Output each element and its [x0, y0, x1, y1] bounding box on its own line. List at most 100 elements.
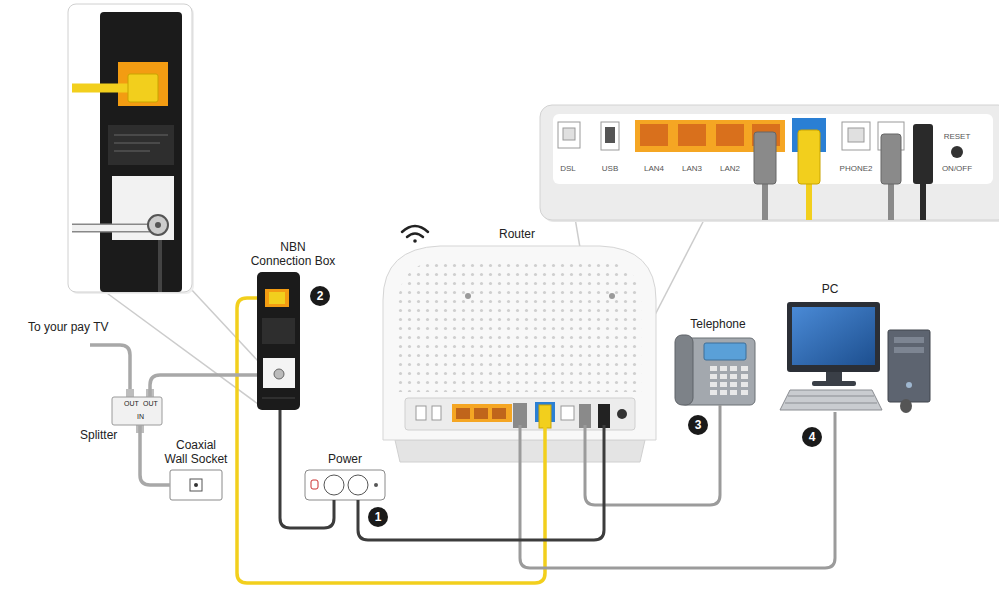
telephone-drawing: [741, 374, 748, 379]
callout-number: 3: [688, 415, 708, 435]
router-zoom-panel: [678, 124, 706, 146]
telephone-drawing: [730, 366, 737, 371]
router-zoom-panel: [754, 132, 776, 184]
power-board-drawing: [324, 475, 344, 495]
nbn-zoom-panel: [114, 143, 160, 144]
callout-number: 4: [802, 427, 822, 447]
router-drawing: [465, 293, 471, 299]
power-board: Power: [305, 470, 385, 500]
pc-drawing: [906, 382, 912, 388]
router-zoom-panel: [798, 130, 820, 184]
telephone-drawing: [720, 374, 727, 379]
device-label: Splitter: [80, 429, 117, 442]
router-zoom-panel: [558, 122, 580, 148]
router-drawing: [416, 406, 426, 420]
router-zoom-panel: [888, 180, 894, 220]
router-zoom-panel: [605, 127, 615, 143]
router-drawing: [598, 404, 610, 428]
telephone-drawing: [730, 374, 737, 379]
pc: PC: [780, 300, 932, 412]
nbn-box-drawing: [274, 369, 284, 379]
nbn-zoom-panel: [100, 12, 182, 292]
router-zoom-panel: [951, 146, 963, 158]
port-label: OUT: [124, 400, 139, 408]
nbn-zoom-panel: [128, 74, 158, 102]
splitter-drawing: [112, 389, 162, 433]
pay-tv-cable: [90, 345, 130, 390]
telephone-drawing: [704, 343, 746, 360]
port-label: LAN2: [720, 164, 740, 173]
nbn-zoom-panel: [68, 4, 194, 294]
switch-label: ON/OFF: [942, 164, 972, 173]
nbn-box-drawing: [263, 358, 295, 388]
wifi-icon: [402, 226, 428, 243]
device-label: PC: [822, 282, 839, 296]
cable: [520, 412, 835, 568]
pc-drawing: [894, 347, 924, 353]
port-label: USB: [602, 164, 618, 173]
power-board-drawing: [348, 475, 368, 495]
button-label: RESET: [944, 132, 971, 141]
nbn-box-drawing: [269, 292, 285, 304]
pc-drawing: [787, 302, 880, 372]
telephone-drawing: [741, 366, 748, 371]
wall-socket: Coaxial Wall Socket: [170, 470, 222, 500]
pc-drawing: [894, 337, 924, 343]
router-drawing: [579, 404, 591, 428]
pay-tv-cable: [90, 345, 130, 390]
callout-number: 2: [310, 286, 330, 306]
router-drawing: [383, 246, 656, 440]
nbn-box: NBN Connection Box: [257, 272, 300, 410]
power-board-drawing: [305, 470, 385, 500]
cable: [150, 375, 257, 397]
port-label: LAN4: [644, 164, 664, 173]
callout-number: 1: [368, 507, 388, 527]
telephone-drawing: [730, 390, 737, 395]
router-drawing: [561, 406, 574, 420]
router-drawing: [398, 260, 642, 392]
telephone-drawing: [710, 366, 717, 371]
pc-drawing: [788, 396, 874, 397]
router-drawing: [432, 406, 441, 420]
router-zoom-panel: [540, 105, 999, 222]
port-label: PHONE2: [840, 164, 873, 173]
router-drawing: [474, 408, 488, 419]
router-zoom-panel: [920, 180, 926, 220]
pc-drawing: [792, 307, 875, 365]
nbn-zoom-panel: [155, 222, 161, 228]
telephone-drawing: [741, 390, 748, 395]
telephone-drawing: [675, 335, 755, 405]
port-label: OUT: [143, 400, 158, 408]
pc-drawing: [812, 381, 856, 386]
telephone-drawing: [710, 366, 748, 395]
nbn-zoom-panel: [158, 240, 162, 292]
nbn-box-drawing: [262, 398, 295, 399]
nbn-box-drawing: [265, 289, 289, 307]
cable: [358, 425, 604, 540]
nbn-zoom-panel: [148, 215, 168, 235]
pc-drawing: [780, 302, 930, 413]
wall-socket-drawing: [190, 479, 202, 491]
splitter: SplitterOUTOUTIN: [112, 397, 162, 425]
nbn-zoom-panel: [114, 135, 168, 136]
nbn-zoom-panel: [68, 4, 192, 292]
telephone-drawing: [720, 366, 727, 371]
cable: [280, 410, 334, 528]
device-label: Power: [328, 452, 362, 466]
router-drawing: [609, 293, 615, 299]
port-label: LAN3: [682, 164, 702, 173]
router-zoom-panel: [553, 114, 993, 184]
router-zoom-panel: [848, 128, 864, 142]
router: Router: [383, 245, 656, 425]
telephone: Telephone: [675, 335, 755, 405]
pc-drawing: [780, 390, 882, 410]
nbn-zoom-panel: [114, 151, 150, 152]
device-label: Coaxial Wall Socket: [163, 438, 229, 466]
router-zoom-panel: [762, 180, 768, 220]
telephone-drawing: [710, 382, 717, 387]
device-label: Telephone: [690, 317, 745, 331]
router-drawing: [617, 409, 627, 419]
router-zoom-panel: [540, 105, 999, 220]
telephone-drawing: [730, 382, 737, 387]
